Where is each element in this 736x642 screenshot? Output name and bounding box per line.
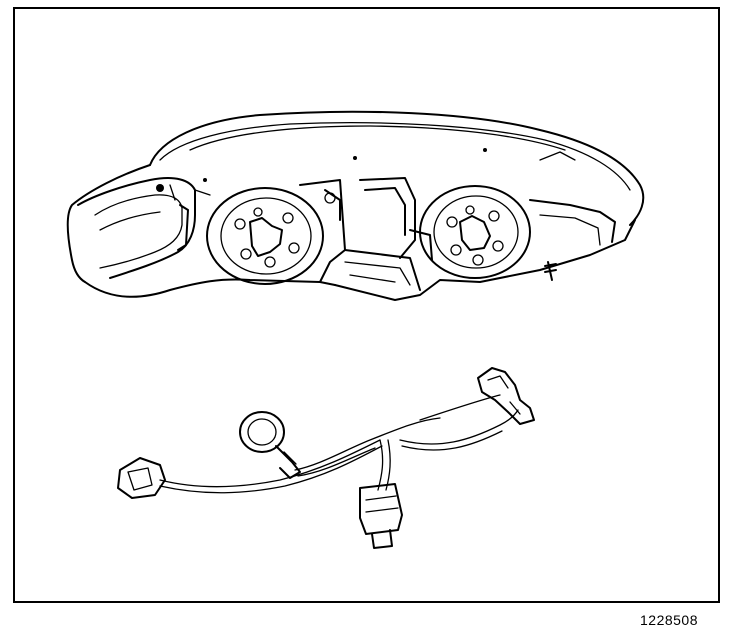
- wiring-harness: [117, 367, 535, 549]
- figure-frame: [13, 7, 720, 603]
- figure-reference-number: 1228508: [640, 612, 699, 628]
- lamp-housing: [66, 110, 645, 301]
